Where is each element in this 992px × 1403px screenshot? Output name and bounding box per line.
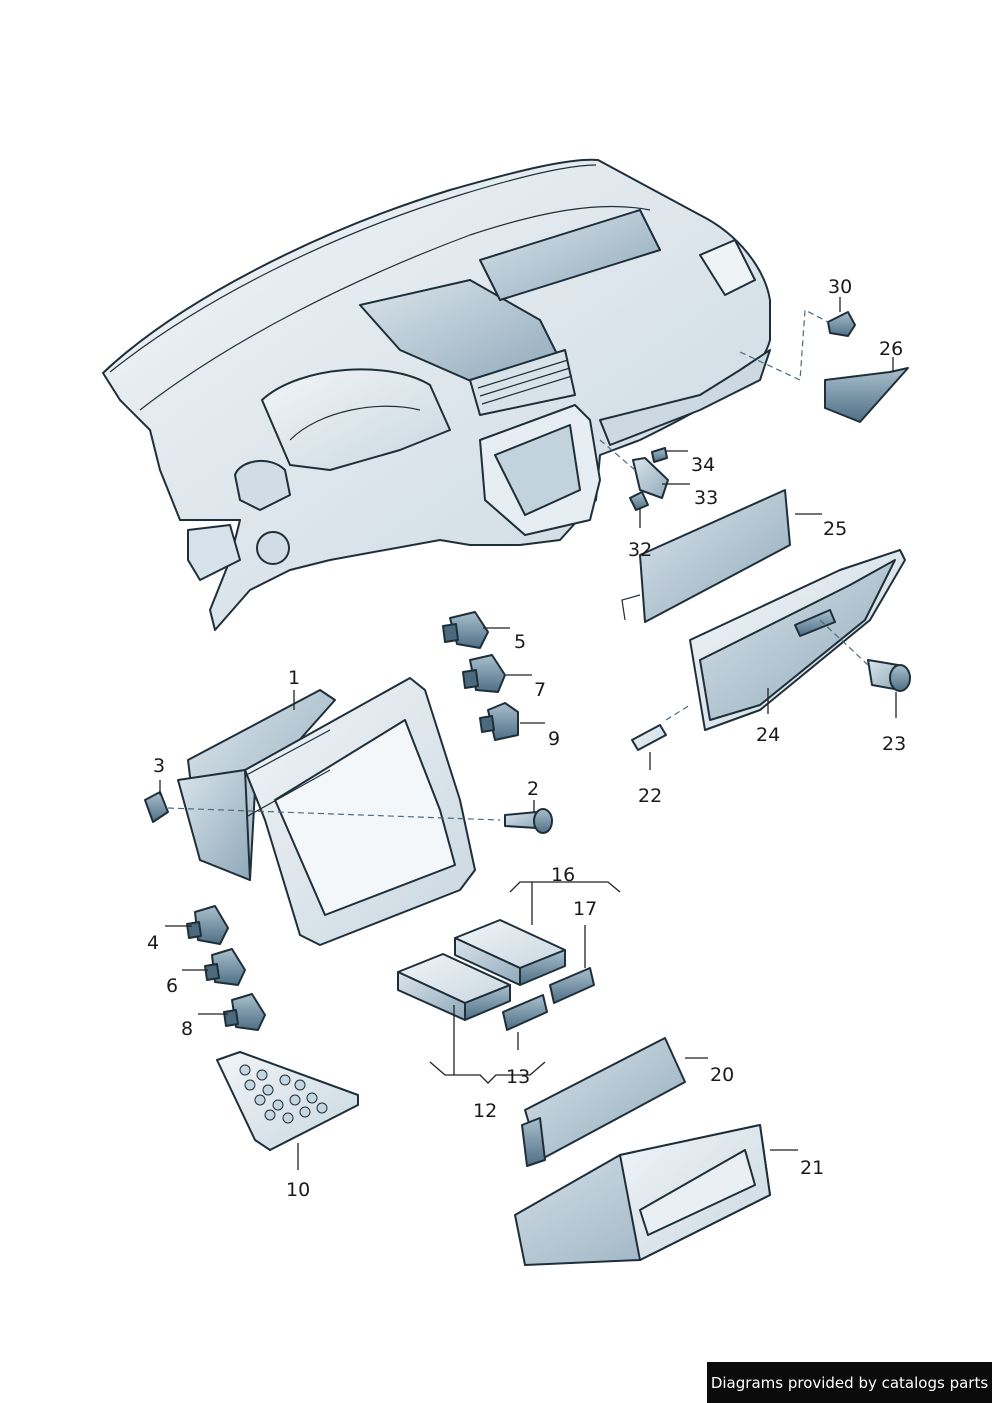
switch-blank-6 [204, 948, 246, 986]
label-17: 17 [573, 898, 597, 920]
label-8: 8 [181, 1018, 193, 1040]
label-10: 10 [286, 1179, 310, 1201]
label-4: 4 [147, 932, 159, 954]
label-2: 2 [527, 778, 539, 800]
hinge-pin-22 [631, 724, 667, 751]
credit-banner: Diagrams provided by catalogs parts [707, 1362, 992, 1403]
label-30: 30 [828, 276, 852, 298]
switch-blank-8 [223, 993, 266, 1031]
dashboard-assembly [102, 158, 771, 631]
switch-blank-9 [479, 702, 519, 741]
cover-plate-10 [216, 1051, 359, 1151]
label-6: 6 [166, 975, 178, 997]
switch-blank-4 [186, 905, 229, 945]
clip-30 [827, 311, 856, 337]
label-32: 32 [628, 539, 652, 561]
screw-34 [651, 447, 668, 463]
label-33: 33 [694, 487, 718, 509]
module-12 [397, 953, 511, 1021]
label-21: 21 [800, 1157, 824, 1179]
label-5: 5 [514, 631, 526, 653]
label-7: 7 [534, 679, 546, 701]
label-12: 12 [473, 1100, 497, 1122]
cover-13 [502, 994, 548, 1031]
clip-3 [144, 791, 169, 823]
label-25: 25 [823, 518, 847, 540]
storage-tray-20 [521, 1037, 686, 1167]
trim-panel-26 [824, 367, 909, 423]
glove-box-24 [689, 549, 906, 731]
label-34: 34 [691, 454, 715, 476]
storage-compartment-21 [514, 1124, 771, 1266]
label-13: 13 [506, 1066, 530, 1088]
lock-cylinder-23 [867, 659, 911, 692]
screw-2 [504, 808, 553, 834]
leader-lines [159, 297, 897, 1170]
label-9: 9 [548, 728, 560, 750]
assembly-lines [167, 309, 869, 821]
label-16: 16 [551, 864, 575, 886]
bracket-33 [632, 457, 669, 499]
label-24: 24 [756, 724, 780, 746]
switch-blank-5 [442, 611, 489, 649]
label-23: 23 [882, 733, 906, 755]
module-16 [454, 919, 566, 986]
label-1: 1 [288, 667, 300, 689]
center-console-frame [177, 677, 476, 946]
part-labels: 1 2 3 4 5 6 7 8 9 10 12 13 16 17 20 21 2… [147, 276, 906, 1201]
label-26: 26 [879, 338, 903, 360]
glove-box-cover-25 [621, 489, 791, 623]
label-22: 22 [638, 785, 662, 807]
switch-blank-7 [462, 654, 506, 693]
label-20: 20 [710, 1064, 734, 1086]
label-3: 3 [153, 755, 165, 777]
cover-17 [549, 967, 595, 1004]
nut-32 [629, 491, 649, 511]
